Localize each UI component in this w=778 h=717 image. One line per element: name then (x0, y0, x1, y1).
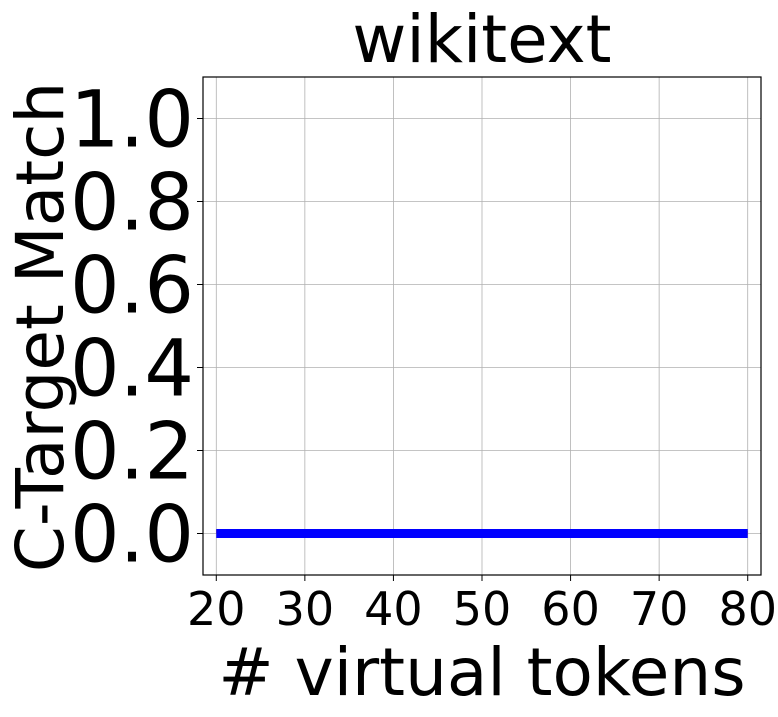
series-group (216, 529, 748, 538)
y-tick-label: 0.2 (70, 408, 194, 498)
y-tick-label: 0.4 (70, 325, 194, 415)
y-tick-label: 1.0 (70, 76, 194, 166)
y-tick-label: 0.6 (70, 242, 194, 332)
x-tick-label: 40 (364, 582, 423, 636)
plot-frame (202, 76, 762, 576)
x-tick-label: 60 (541, 582, 600, 636)
grid (197, 77, 761, 581)
chart-title: wikitext (352, 1, 611, 78)
y-tick-label: 0.0 (70, 491, 194, 581)
x-tick-label: 80 (718, 582, 777, 636)
y-tick-labels: 0.00.20.40.60.81.0 (70, 76, 194, 581)
x-axis-label: # virtual tokens (218, 634, 745, 711)
y-axis-label: C-Target Match (2, 82, 79, 572)
x-tick-label: 70 (630, 582, 689, 636)
x-tick-label: 20 (187, 582, 246, 636)
y-tick-label: 0.8 (70, 159, 194, 249)
x-tick-label: 30 (276, 582, 335, 636)
x-tick-labels: 20 30 40 50 60 70 80 (187, 582, 777, 636)
x-tick-label: 50 (453, 582, 512, 636)
